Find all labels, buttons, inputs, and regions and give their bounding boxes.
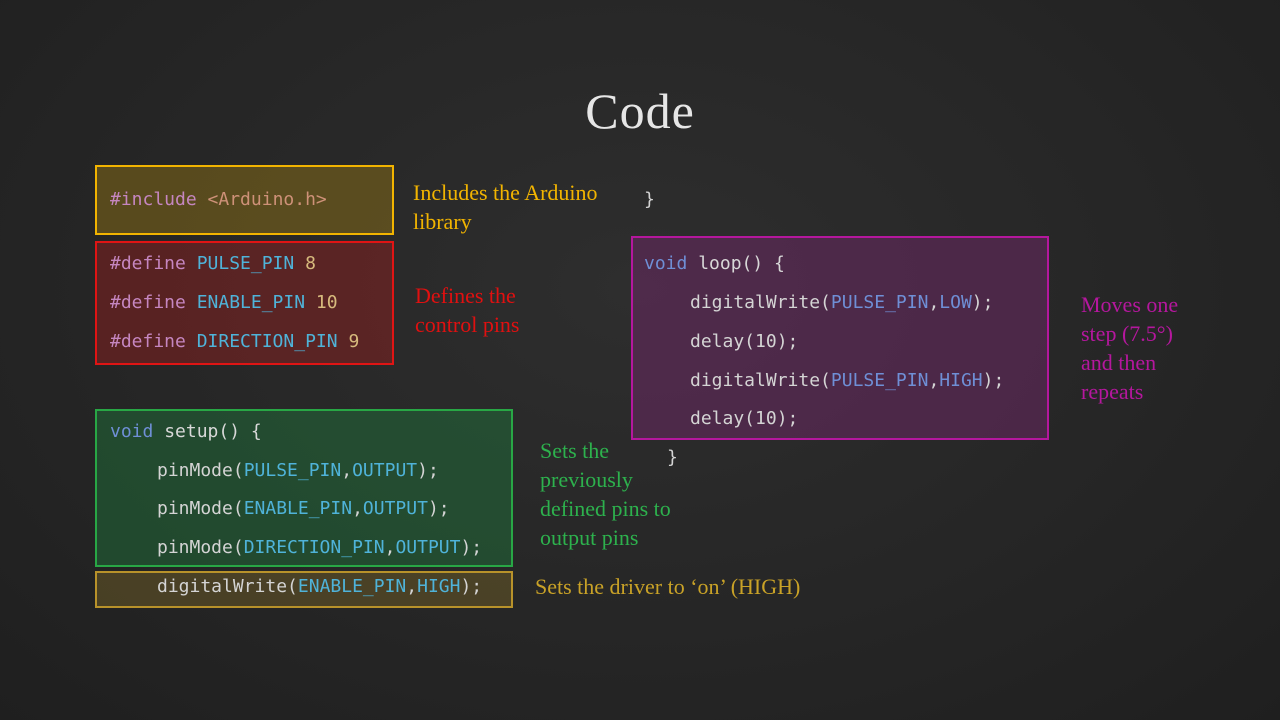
loop-line-1: digitalWrite(PULSE_PIN,LOW); [690,292,993,314]
code-sep: , [928,370,940,391]
setup-line-1: pinMode(PULSE_PIN,OUTPUT); [157,460,439,482]
code-sep: , [406,576,418,597]
code-text: delay(10); [690,331,799,352]
define-name: PULSE_PIN [196,253,295,274]
code-arg: OUTPUT [395,537,461,558]
define-directive: #define [110,292,186,313]
define-name: ENABLE_PIN [196,292,306,313]
slide-title: Code [585,83,695,139]
setup-line-4: digitalWrite(ENABLE_PIN,HIGH); [157,576,482,598]
define-directive: #define [110,253,186,274]
code-arg: LOW [939,292,972,313]
loop-line-3: digitalWrite(PULSE_PIN,HIGH); [690,370,1004,392]
loop-highlight-box [631,236,1049,440]
define-value: 8 [305,253,316,274]
define-name: DIRECTION_PIN [196,331,338,352]
loop-signature-line: void loop() { [644,253,785,275]
code-fn: pinMode( [157,537,244,558]
setup-line-2: pinMode(ENABLE_PIN,OUTPUT); [157,498,450,520]
setup-annotation: Sets the previously defined pins to outp… [540,438,671,550]
define-line-3: #define DIRECTION_PIN 9 [110,331,359,353]
code-fn: pinMode( [157,498,244,519]
code-fn: pinMode( [157,460,244,481]
define-line-1: #define PULSE_PIN 8 [110,253,316,275]
setup-return-type: void [110,421,154,442]
code-sep: , [928,292,940,313]
setup-close-brace: } [644,189,655,210]
code-arg: HIGH [417,576,461,597]
enable-annotation: Sets the driver to ‘on’ (HIGH) [535,574,801,599]
define-value: 10 [315,292,338,313]
code-end: ); [971,292,994,313]
loop-annotation: Moves one step (7.5°) and then repeats [1081,292,1179,404]
code-fn: digitalWrite( [157,576,298,597]
loop-close-brace: } [667,447,678,468]
code-arg: HIGH [939,370,983,391]
loop-signature: loop() { [698,253,785,274]
define-value: 9 [348,331,360,352]
code-arg: ENABLE_PIN [243,498,353,519]
include-annotation: Includes the Arduino library [413,180,598,234]
enable-highlight-box [95,571,513,608]
define-line-2: #define ENABLE_PIN 10 [110,292,338,314]
code-arg: PULSE_PIN [830,292,929,313]
defines-annotation: Defines the control pins [415,283,520,337]
include-directive: #include [110,189,197,210]
code-end: ); [460,537,483,558]
code-arg: OUTPUT [352,460,418,481]
code-end: ); [460,576,483,597]
code-fn: digitalWrite( [690,292,831,313]
code-fn: digitalWrite( [690,370,831,391]
code-end: ); [417,460,439,481]
code-end: ); [982,370,1005,391]
code-arg: OUTPUT [362,498,428,519]
code-arg: ENABLE_PIN [297,576,407,597]
code-arg: PULSE_PIN [243,460,342,481]
setup-highlight-box [95,409,513,567]
setup-line-3: pinMode(DIRECTION_PIN,OUTPUT); [157,537,482,559]
code-arg: DIRECTION_PIN [243,537,385,558]
include-header: <Arduino.h> [207,189,327,210]
loop-line-4: delay(10); [690,408,798,430]
setup-signature: setup() { [164,421,262,442]
loop-return-type: void [644,253,688,274]
defines-highlight-box [95,241,394,365]
setup-signature-line: void setup() { [110,421,262,443]
code-arg: PULSE_PIN [830,370,929,391]
define-directive: #define [110,331,186,352]
code-sep: , [384,537,396,558]
include-line: #include <Arduino.h> [110,189,327,211]
loop-line-2: delay(10); [690,331,798,353]
code-text: delay(10); [690,408,799,429]
code-end: ); [427,498,450,519]
code-sep: , [341,460,353,481]
code-sep: , [352,498,363,519]
include-highlight-box [95,165,394,235]
